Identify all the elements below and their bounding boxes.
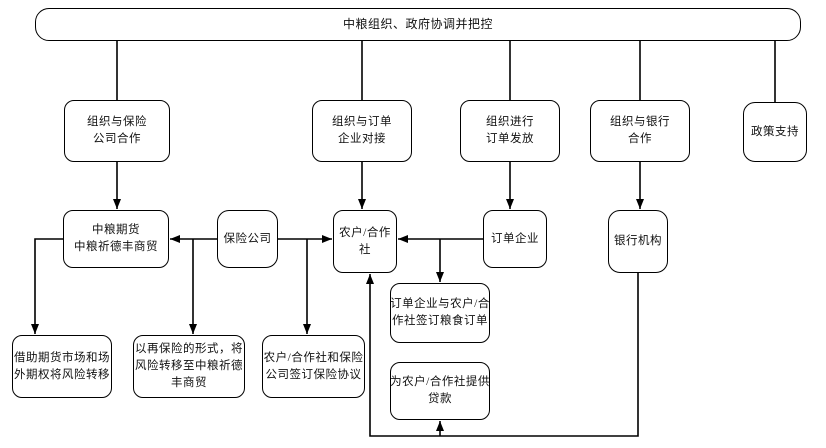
node-label: 借助期货市场和场 <box>14 351 110 364</box>
node-label: 以再保险的形式，将 <box>135 343 243 355</box>
node-reinsurance-transfer: 以再保险的形式，将 风险转移至中粮祈德 丰商贸 <box>133 335 245 398</box>
node-label: 外期权将风险转移 <box>14 368 110 381</box>
node-policy-support: 政策支持 <box>743 102 807 162</box>
node-org-order-matching: 组织与订单 企业对接 <box>312 100 412 162</box>
node-root-label: 中粮组织、政府协调并把控 <box>342 17 493 31</box>
node-label: 组织与订单 <box>332 116 392 128</box>
node-label: 组织与银行 <box>610 116 670 128</box>
node-label: 订单发放 <box>486 133 534 145</box>
node-cofco-futures: 中粮期货 中粮祈德丰商贸 <box>63 210 169 268</box>
node-label: 丰商贸 <box>171 377 207 389</box>
node-root: 中粮组织、政府协调并把控 <box>35 8 801 41</box>
node-label: 作社签订粮食订单 <box>392 315 488 327</box>
node-label: 农户/合作社和保险 <box>263 351 364 364</box>
node-org-bank-coop: 组织与银行 合作 <box>590 100 690 162</box>
node-label: 社 <box>359 243 371 256</box>
node-label: 政策支持 <box>751 125 799 138</box>
node-label: 中粮祈德丰商贸 <box>74 241 158 253</box>
node-label: 贷款 <box>428 393 452 405</box>
node-futures-risk-transfer: 借助期货市场和场 外期权将风险转移 <box>12 335 112 398</box>
node-insurance-agreement: 农户/合作社和保险 公司签订保险协议 <box>262 335 365 398</box>
node-label: 订单企业 <box>491 232 539 245</box>
edge-bank-to-farmers <box>366 273 639 437</box>
node-bank-org: 银行机构 <box>608 210 668 273</box>
node-org-insurance-coop: 组织与保险 公司合作 <box>64 100 170 162</box>
node-grain-order-sign: 订单企业与农户/合 作社签订粮食订单 <box>390 283 490 343</box>
edge-cofco-to-futures-transfer <box>31 238 63 334</box>
node-label: 中粮期货 <box>92 224 140 236</box>
node-label: 订单企业与农户/合 <box>390 298 490 310</box>
node-label: 组织进行 <box>486 116 534 128</box>
node-label: 企业对接 <box>338 133 386 145</box>
node-label: 保险公司 <box>223 232 272 245</box>
node-org-order-issue: 组织进行 订单发放 <box>460 100 560 162</box>
node-label: 合作 <box>628 133 652 145</box>
node-label: 风险转移至中粮祈德 <box>135 360 243 372</box>
node-label: 公司合作 <box>93 133 141 145</box>
node-label: 农户/合作 <box>339 226 391 239</box>
node-provide-loans: 为农户/合作社提供 贷款 <box>390 362 490 420</box>
node-label: 组织与保险 <box>87 116 147 128</box>
node-order-company: 订单企业 <box>483 210 547 268</box>
node-label: 为农户/合作社提供 <box>390 376 490 388</box>
node-insurance-company: 保险公司 <box>217 210 278 268</box>
node-farmers-coop: 农户/合作 社 <box>333 210 397 273</box>
node-label: 银行机构 <box>614 235 662 247</box>
node-label: 公司签订保险协议 <box>265 368 362 381</box>
